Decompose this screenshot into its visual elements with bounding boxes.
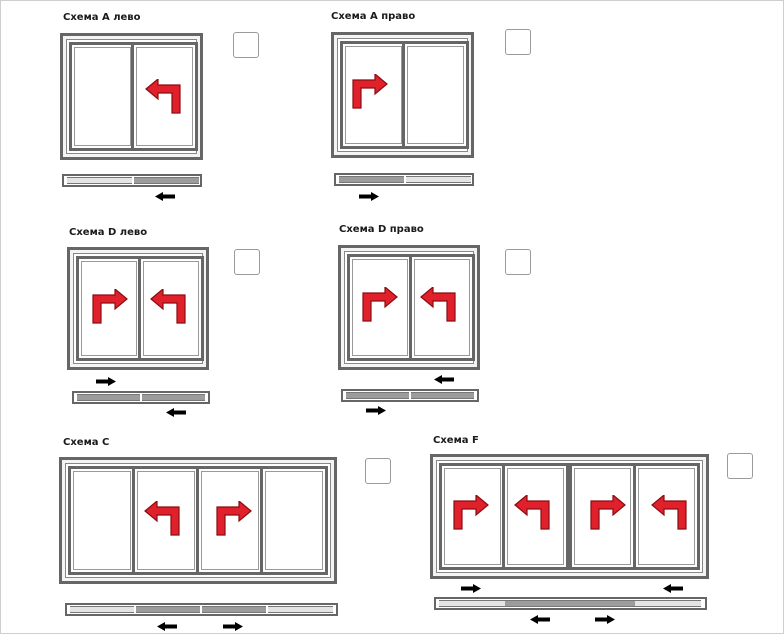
scheme-a-left-track xyxy=(62,174,202,187)
scheme-d-left-checkbox[interactable] xyxy=(234,249,260,275)
slide-left-arrow-icon xyxy=(434,375,454,384)
slide-right-arrow-icon xyxy=(359,192,379,201)
scheme-f-frame xyxy=(430,454,709,579)
sash xyxy=(502,463,569,570)
moving-panel xyxy=(142,394,205,401)
moving-panel xyxy=(346,392,409,399)
slide-left-arrow-icon xyxy=(663,584,683,593)
sash xyxy=(131,42,198,151)
fixed-panel xyxy=(70,606,134,613)
scheme-d-left-title: Схема D лево xyxy=(69,227,148,238)
scheme-c-track xyxy=(65,603,338,616)
slide-right-arrow-icon xyxy=(96,377,116,386)
moving-panel xyxy=(411,392,474,399)
scheme-a-right-title: Схема А право xyxy=(331,11,416,22)
turn-right-arrow-icon xyxy=(453,495,489,530)
moving-panel xyxy=(134,177,199,184)
turn-left-arrow-icon xyxy=(150,289,186,324)
slide-right-arrow-icon xyxy=(595,615,615,624)
turn-left-arrow-icon xyxy=(651,495,687,530)
scheme-f-title: Схема F xyxy=(433,435,479,446)
moving-panel xyxy=(570,600,635,607)
turn-right-arrow-icon xyxy=(216,501,252,536)
slide-right-arrow-icon xyxy=(366,406,386,415)
scheme-a-left-title: Схема А лево xyxy=(63,12,141,23)
fixed-panel xyxy=(67,177,132,184)
slide-left-arrow-icon xyxy=(157,622,177,631)
sash xyxy=(69,42,136,151)
scheme-c-frame xyxy=(59,457,337,584)
sash xyxy=(68,466,136,575)
turn-right-arrow-icon xyxy=(362,287,398,322)
fixed-panel xyxy=(635,600,701,607)
scheme-f-checkbox[interactable] xyxy=(727,453,753,479)
scheme-d-right-checkbox[interactable] xyxy=(505,249,531,275)
scheme-a-right-track xyxy=(334,173,474,186)
fixed-panel xyxy=(406,176,471,183)
fixed-panel xyxy=(439,600,505,607)
slide-left-arrow-icon xyxy=(155,192,175,201)
turn-right-arrow-icon xyxy=(92,289,128,324)
fixed-panel xyxy=(268,606,333,613)
sash xyxy=(569,463,636,570)
scheme-f-track xyxy=(434,597,707,610)
turn-right-arrow-icon xyxy=(352,74,388,109)
turn-left-arrow-icon xyxy=(145,79,181,114)
scheme-a-left-frame xyxy=(60,33,203,160)
scheme-d-right-title: Схема D право xyxy=(339,224,424,235)
scheme-a-left-checkbox[interactable] xyxy=(233,32,259,58)
sash xyxy=(633,463,700,570)
sash xyxy=(196,466,264,575)
moving-panel xyxy=(136,606,200,613)
slide-left-arrow-icon xyxy=(166,408,186,417)
scheme-a-right-frame xyxy=(331,32,474,158)
turn-left-arrow-icon xyxy=(420,287,456,322)
slide-right-arrow-icon xyxy=(461,584,481,593)
turn-right-arrow-icon xyxy=(590,495,626,530)
sash xyxy=(260,466,328,575)
scheme-d-right-track xyxy=(341,389,479,402)
sash xyxy=(402,41,469,149)
moving-panel xyxy=(505,600,570,607)
sash xyxy=(138,256,204,361)
scheme-a-right-checkbox[interactable] xyxy=(505,29,531,55)
turn-left-arrow-icon xyxy=(144,501,180,536)
sash xyxy=(439,463,506,570)
scheme-c-title: Схема C xyxy=(63,437,110,448)
sash xyxy=(409,254,475,361)
moving-panel xyxy=(202,606,266,613)
slide-right-arrow-icon xyxy=(223,622,243,631)
moving-panel xyxy=(77,394,140,401)
slide-left-arrow-icon xyxy=(530,615,550,624)
scheme-c-checkbox[interactable] xyxy=(365,458,391,484)
turn-left-arrow-icon xyxy=(514,495,550,530)
moving-panel xyxy=(339,176,404,183)
scheme-d-left-track xyxy=(72,391,210,404)
